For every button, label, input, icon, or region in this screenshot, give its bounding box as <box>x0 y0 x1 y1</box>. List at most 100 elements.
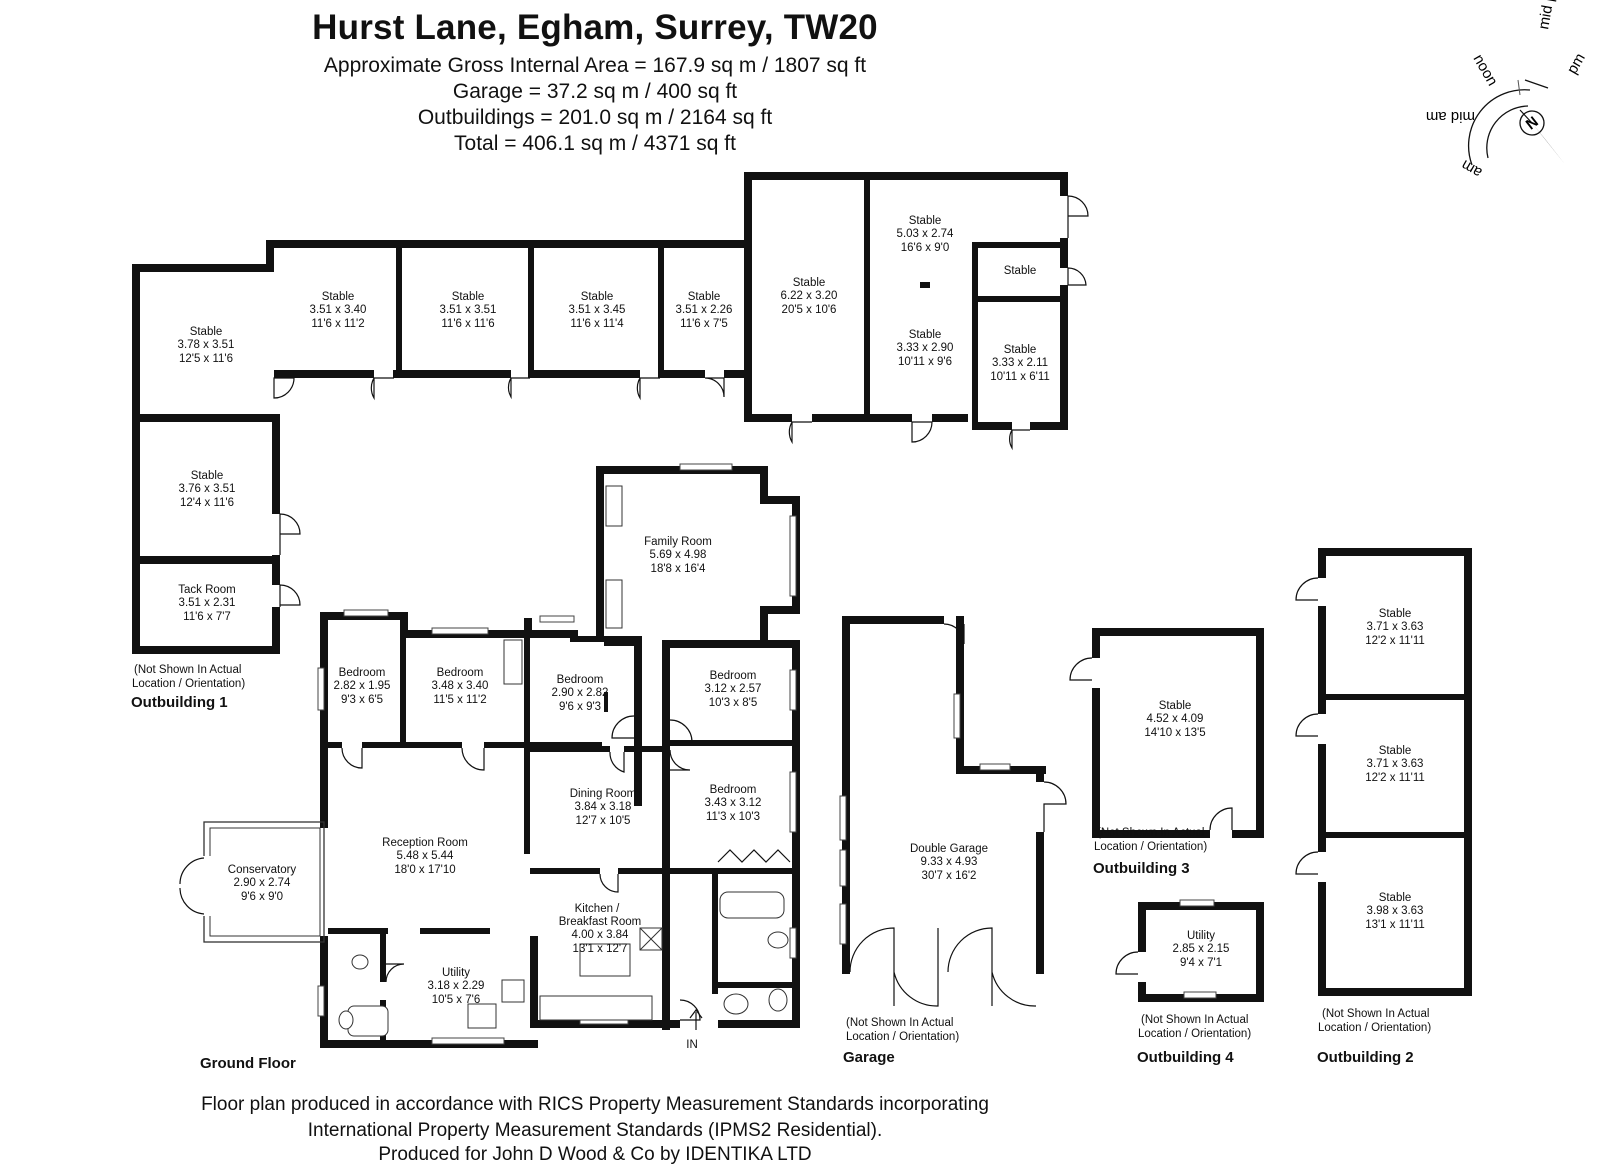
ob4-utility-imperial: 9'4 x 7'1 <box>1180 957 1222 969</box>
stable-a-imperial: 12'5 x 11'6 <box>179 353 233 365</box>
stable-e-name: Stable <box>688 291 721 303</box>
ob2-stable-a-imperial: 12'2 x 11'11 <box>1365 635 1425 647</box>
entrance-arrow-icon <box>689 1009 703 1030</box>
footer-line-2: International Property Measurement Stand… <box>307 1120 883 1141</box>
stable-j-imperial: 10'11 x 6'11 <box>990 371 1050 383</box>
stable-a-metric: 3.78 x 3.51 <box>178 339 235 351</box>
stable-e-metric: 3.51 x 2.26 <box>676 304 733 316</box>
outbuildings-area: Outbuildings = 201.0 sq m / 2164 sq ft <box>417 106 773 129</box>
utility-metric: 3.18 x 2.29 <box>428 980 485 992</box>
ob4-utility-metric: 2.85 x 2.15 <box>1173 943 1230 955</box>
ob2-stable-c-imperial: 13'1 x 11'11 <box>1365 919 1425 931</box>
ob3-stable-metric: 4.52 x 4.09 <box>1147 713 1204 725</box>
ob4-utility-name: Utility <box>1187 930 1215 942</box>
stable-k-imperial: 12'4 x 11'6 <box>180 497 234 509</box>
conservatory-imperial: 9'6 x 9'0 <box>241 891 283 903</box>
bedroom-1-name: Bedroom <box>339 667 386 679</box>
stable-i-imperial: 10'11 x 9'6 <box>898 356 952 368</box>
stable-f-name: Stable <box>793 277 826 289</box>
ob3-stable-imperial: 14'10 x 13'5 <box>1144 727 1205 739</box>
ob2-note-2: Location / Orientation) <box>1318 1022 1431 1034</box>
garage-area: Garage = 37.2 sq m / 400 sq ft <box>452 80 738 103</box>
plan-title: Hurst Lane, Egham, Surrey, TW20 <box>312 8 878 47</box>
gross-internal-area: Approximate Gross Internal Area = 167.9 … <box>323 54 867 77</box>
garage-note-1: (Not Shown In Actual <box>846 1017 953 1029</box>
compass-noon: noon <box>1470 52 1501 89</box>
outbuilding-2: Stable 3.71 x 3.63 12'2 x 11'11 Stable 3… <box>1295 548 1472 1066</box>
stable-k-metric: 3.76 x 3.51 <box>179 483 236 495</box>
family-room-imperial: 18'8 x 16'4 <box>651 563 707 575</box>
family-room-name: Family Room <box>644 536 712 548</box>
bedroom-2-name: Bedroom <box>437 667 484 679</box>
stable-g-name: Stable <box>909 215 942 227</box>
stable-i-name: Stable <box>909 329 942 341</box>
ob2-stable-b-name: Stable <box>1379 745 1412 757</box>
bedroom-3-name: Bedroom <box>557 674 604 686</box>
stable-h-name: Stable <box>1004 265 1037 277</box>
stable-f-imperial: 20'5 x 10'6 <box>782 304 837 316</box>
bedroom-4-name: Bedroom <box>710 670 757 682</box>
bedroom-4-metric: 3.12 x 2.57 <box>705 683 762 695</box>
tack-room-imperial: 11'6 x 7'7 <box>183 611 231 623</box>
stable-k-name: Stable <box>191 470 224 482</box>
bedroom-2-imperial: 11'5 x 11'2 <box>433 694 486 706</box>
compass-pm: pm <box>1564 50 1589 77</box>
bedroom-5-name: Bedroom <box>710 784 757 796</box>
ob2-stable-c-name: Stable <box>1379 892 1412 904</box>
reception-room-metric: 5.48 x 5.44 <box>397 850 455 862</box>
outbuilding-2-label: Outbuilding 2 <box>1317 1049 1414 1066</box>
stable-f-metric: 6.22 x 3.20 <box>781 290 838 302</box>
stable-b-name: Stable <box>322 291 355 303</box>
dining-room-imperial: 12'7 x 10'5 <box>576 815 631 827</box>
double-garage-metric: 9.33 x 4.93 <box>921 856 978 868</box>
compass-am: am <box>1458 156 1485 181</box>
ob2-stable-b-metric: 3.71 x 3.63 <box>1367 758 1424 770</box>
conservatory-metric: 2.90 x 2.74 <box>234 877 292 889</box>
garage-building: Double Garage 9.33 x 4.93 30'7 x 16'2 (N… <box>839 616 1067 1066</box>
stable-d-metric: 3.51 x 3.45 <box>569 304 626 316</box>
bedroom-1-imperial: 9'3 x 6'5 <box>341 694 383 706</box>
ob3-stable-name: Stable <box>1159 700 1192 712</box>
utility-name: Utility <box>442 967 470 979</box>
total-area: Total = 406.1 sq m / 4371 sq ft <box>454 132 736 155</box>
bedroom-4-imperial: 10'3 x 8'5 <box>709 697 758 709</box>
ob2-stable-b-imperial: 12'2 x 11'11 <box>1365 772 1425 784</box>
stable-g-imperial: 16'6 x 9'0 <box>901 242 950 254</box>
outbuilding-4: Utility 2.85 x 2.15 9'4 x 7'1 (Not Shown… <box>1115 899 1264 1066</box>
footer-line-1: Floor plan produced in accordance with R… <box>201 1094 989 1115</box>
entrance-label: IN <box>686 1039 698 1051</box>
conservatory-name: Conservatory <box>228 864 297 876</box>
compass-icon: N mid pm noon pm mid am am <box>1426 0 1589 181</box>
utility-imperial: 10'5 x 7'6 <box>432 994 481 1006</box>
bedroom-1-metric: 2.82 x 1.95 <box>334 680 391 692</box>
ob1-note-2: Location / Orientation) <box>132 678 245 690</box>
ground-floor-label: Ground Floor <box>200 1055 296 1072</box>
stable-b-imperial: 11'6 x 11'2 <box>311 318 364 330</box>
stable-i-metric: 3.33 x 2.90 <box>897 342 954 354</box>
footer-line-3: Produced for John D Wood & Co by IDENTIK… <box>378 1144 812 1165</box>
outbuilding-3: Stable 4.52 x 4.09 14'10 x 13'5 (Not Sho… <box>1069 628 1264 877</box>
stable-g-metric: 5.03 x 2.74 <box>897 228 955 240</box>
compass-mid-am: mid am <box>1426 108 1475 125</box>
outbuilding-1-label: Outbuilding 1 <box>131 694 228 711</box>
ob2-stable-a-name: Stable <box>1379 608 1412 620</box>
kitchen-imperial: 13'1 x 12'7 <box>573 943 628 955</box>
ground-floor: Family Room 5.69 x 4.98 18'8 x 16'4 Bedr… <box>179 463 800 1072</box>
ob2-note-1: (Not Shown In Actual <box>1322 1008 1429 1020</box>
stable-j-metric: 3.33 x 2.11 <box>992 357 1048 369</box>
stable-b-metric: 3.51 x 3.40 <box>310 304 367 316</box>
tack-room-name: Tack Room <box>178 584 236 596</box>
outbuilding-3-label: Outbuilding 3 <box>1093 860 1190 877</box>
kitchen-metric: 4.00 x 3.84 <box>572 929 630 941</box>
bedroom-3-imperial: 9'6 x 9'3 <box>559 701 601 713</box>
ob2-stable-c-metric: 3.98 x 3.63 <box>1367 905 1424 917</box>
stable-c-imperial: 11'6 x 11'6 <box>441 318 494 330</box>
garage-label: Garage <box>843 1049 895 1066</box>
bedroom-5-imperial: 11'3 x 10'3 <box>706 811 760 823</box>
double-garage-imperial: 30'7 x 16'2 <box>922 870 977 882</box>
outbuilding-4-label: Outbuilding 4 <box>1137 1049 1234 1066</box>
ob3-note-2: Location / Orientation) <box>1094 841 1207 853</box>
dining-room-name: Dining Room <box>570 788 636 800</box>
ob4-note-1: (Not Shown In Actual <box>1141 1014 1248 1026</box>
